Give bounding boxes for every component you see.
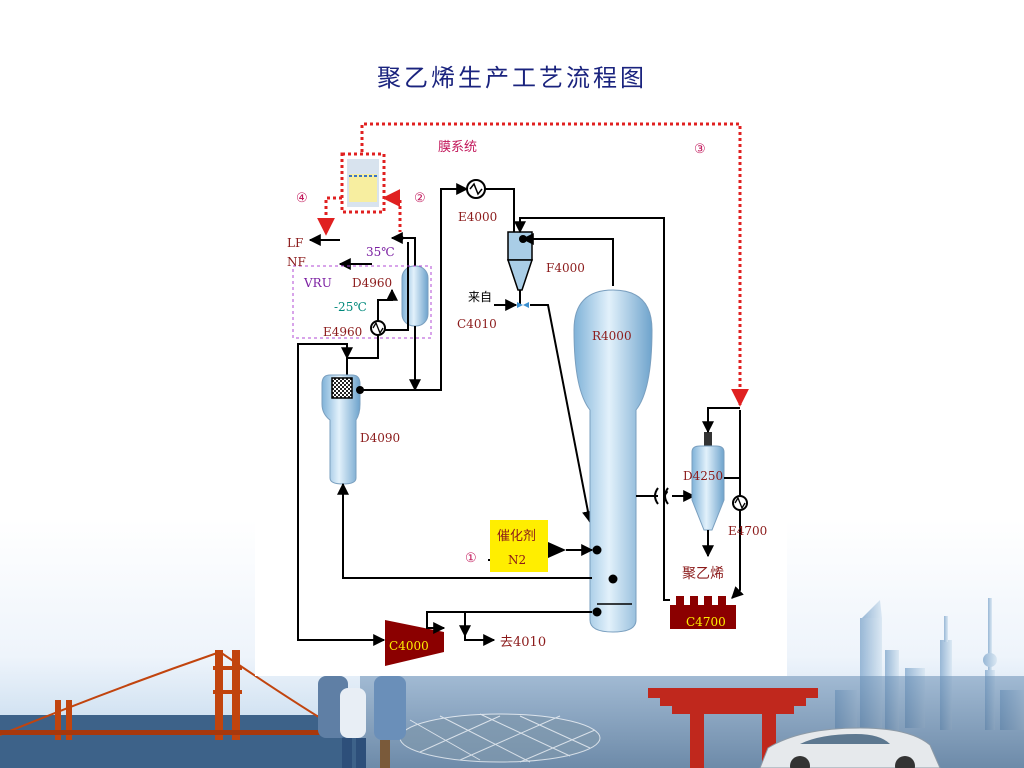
f4000-cyclone (506, 231, 534, 291)
temp-minus25-label: -25℃ (334, 300, 367, 314)
bridge-illustration (0, 650, 360, 768)
temp-35-label: 35℃ (366, 245, 395, 259)
marker-4-label: ④ (296, 191, 308, 206)
e4960-label: E4960 (323, 325, 362, 339)
d4090-label: D4090 (360, 431, 400, 445)
marker-3-label: ③ (694, 142, 706, 157)
recycle-line-4 (317, 196, 342, 236)
lf-label: LF (287, 236, 303, 250)
c4000-compressor (385, 620, 444, 666)
car-illustration (759, 727, 941, 768)
n2-label: N2 (508, 553, 526, 567)
page-title: 聚乙烯生产工艺流程图 (377, 64, 647, 92)
e4700-label: E4700 (728, 524, 767, 538)
to-4010-label: 去4010 (500, 635, 546, 650)
d4960-vessel (401, 265, 429, 327)
d4250-vessel (691, 432, 725, 531)
c4010-feeder (517, 302, 529, 308)
e4960-exchanger (370, 320, 386, 336)
c4700-compressor (670, 596, 736, 629)
catalyst-label: 催化剂 (497, 529, 536, 544)
from-label: 来自 (468, 290, 492, 304)
membrane-unit (340, 152, 386, 214)
nf-label: NF (287, 255, 306, 269)
people-illustration (318, 676, 406, 768)
marker-1-label: ① (465, 551, 477, 566)
e4700-exchanger (732, 495, 748, 511)
c4700-label: C4700 (686, 615, 726, 629)
f4000-label: F4000 (546, 261, 585, 275)
d4960-label: D4960 (352, 276, 392, 290)
e4000-label: E4000 (458, 210, 497, 224)
r4000-label: R4000 (592, 329, 632, 343)
c4010-label: C4010 (457, 317, 497, 331)
d4090-vessel (321, 374, 364, 485)
membrane-system-label: 膜系统 (438, 140, 477, 155)
recycle-line-2 (382, 189, 402, 232)
marker-2-label: ② (414, 191, 426, 206)
polyethylene-label: 聚乙烯 (682, 566, 724, 582)
vru-label: VRU (303, 276, 332, 290)
e4000-exchanger (466, 179, 486, 199)
vru-box (292, 265, 432, 339)
stadium-illustration (399, 713, 601, 763)
recycle-line-3 (360, 122, 749, 407)
d4250-label: D4250 (683, 469, 723, 483)
c4000-label: C4000 (389, 639, 429, 653)
r4000-reactor (573, 289, 653, 633)
catalyst-box (490, 520, 548, 572)
